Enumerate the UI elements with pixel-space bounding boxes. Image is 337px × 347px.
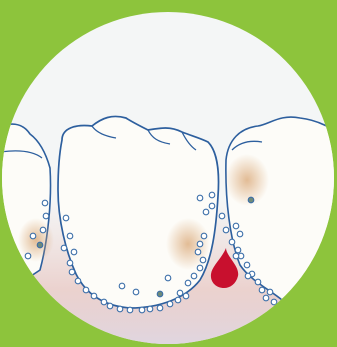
plaque-dot-icon (271, 299, 277, 305)
plaque-dot-icon (157, 305, 163, 311)
plaque-dot-icon (235, 247, 241, 253)
plaque-dot-icon (157, 291, 163, 297)
plaque-dot-icon (30, 233, 36, 239)
plaque-dot-icon (63, 215, 69, 221)
plaque-dot-icon (67, 233, 73, 239)
plaque-dot-icon (203, 209, 209, 215)
plaque-dot-icon (40, 227, 46, 233)
plaque-dot-icon (83, 287, 89, 293)
plaque-dot-icon (71, 249, 77, 255)
plaque-dot-icon (37, 242, 43, 248)
plaque-dot-icon (119, 283, 125, 289)
plaque-dot-icon (25, 253, 31, 259)
plaque-dot-icon (127, 307, 133, 313)
plaque-dot-icon (191, 273, 197, 279)
plaque-dot-icon (229, 239, 235, 245)
plaque-dot-icon (263, 295, 269, 301)
plaque-dot-icon (165, 275, 171, 281)
plaque-dot-icon (197, 241, 203, 247)
plaque-dot-icon (183, 293, 189, 299)
plaque-dot-icon (209, 192, 215, 198)
plaque-dot-icon (233, 253, 239, 259)
plaque-dot-icon (61, 245, 67, 251)
stain (18, 218, 54, 262)
plaque-dot-icon (139, 307, 145, 313)
plaque-dot-icon (200, 257, 206, 263)
plaque-dot-icon (233, 223, 239, 229)
plaque-dot-icon (219, 213, 225, 219)
plaque-dot-icon (42, 200, 48, 206)
plaque-dot-icon (267, 289, 273, 295)
plaque-dot-icon (107, 303, 113, 309)
plaque-dot-icon (147, 306, 153, 312)
plaque-dot-icon (255, 279, 261, 285)
plaque-dot-icon (209, 203, 215, 209)
plaque-dot-icon (91, 293, 97, 299)
plaque-dot-icon (117, 306, 123, 312)
plaque-dot-icon (175, 297, 181, 303)
plaque-dot-icon (75, 278, 81, 284)
plaque-dot-icon (197, 195, 203, 201)
plaque-dot-icon (133, 289, 139, 295)
plaque-dot-icon (185, 280, 191, 286)
plaque-dot-icon (201, 233, 207, 239)
plaque-dot-icon (177, 290, 183, 296)
plaque-dot-icon (67, 260, 73, 266)
plaque-dot-icon (237, 231, 243, 237)
plaque-dot-icon (244, 262, 250, 268)
plaque-dot-icon (69, 269, 75, 275)
plaque-dot-icon (245, 273, 251, 279)
plaque-dot-icon (223, 227, 229, 233)
plaque-dot-icon (248, 197, 254, 203)
plaque-dot-icon (167, 301, 173, 307)
plaque-dot-icon (197, 265, 203, 271)
plaque-dot-icon (101, 299, 107, 305)
plaque-dot-icon (43, 213, 49, 219)
stain (225, 154, 269, 206)
plaque-dot-icon (195, 249, 201, 255)
plaque-dot-icon (259, 287, 265, 293)
